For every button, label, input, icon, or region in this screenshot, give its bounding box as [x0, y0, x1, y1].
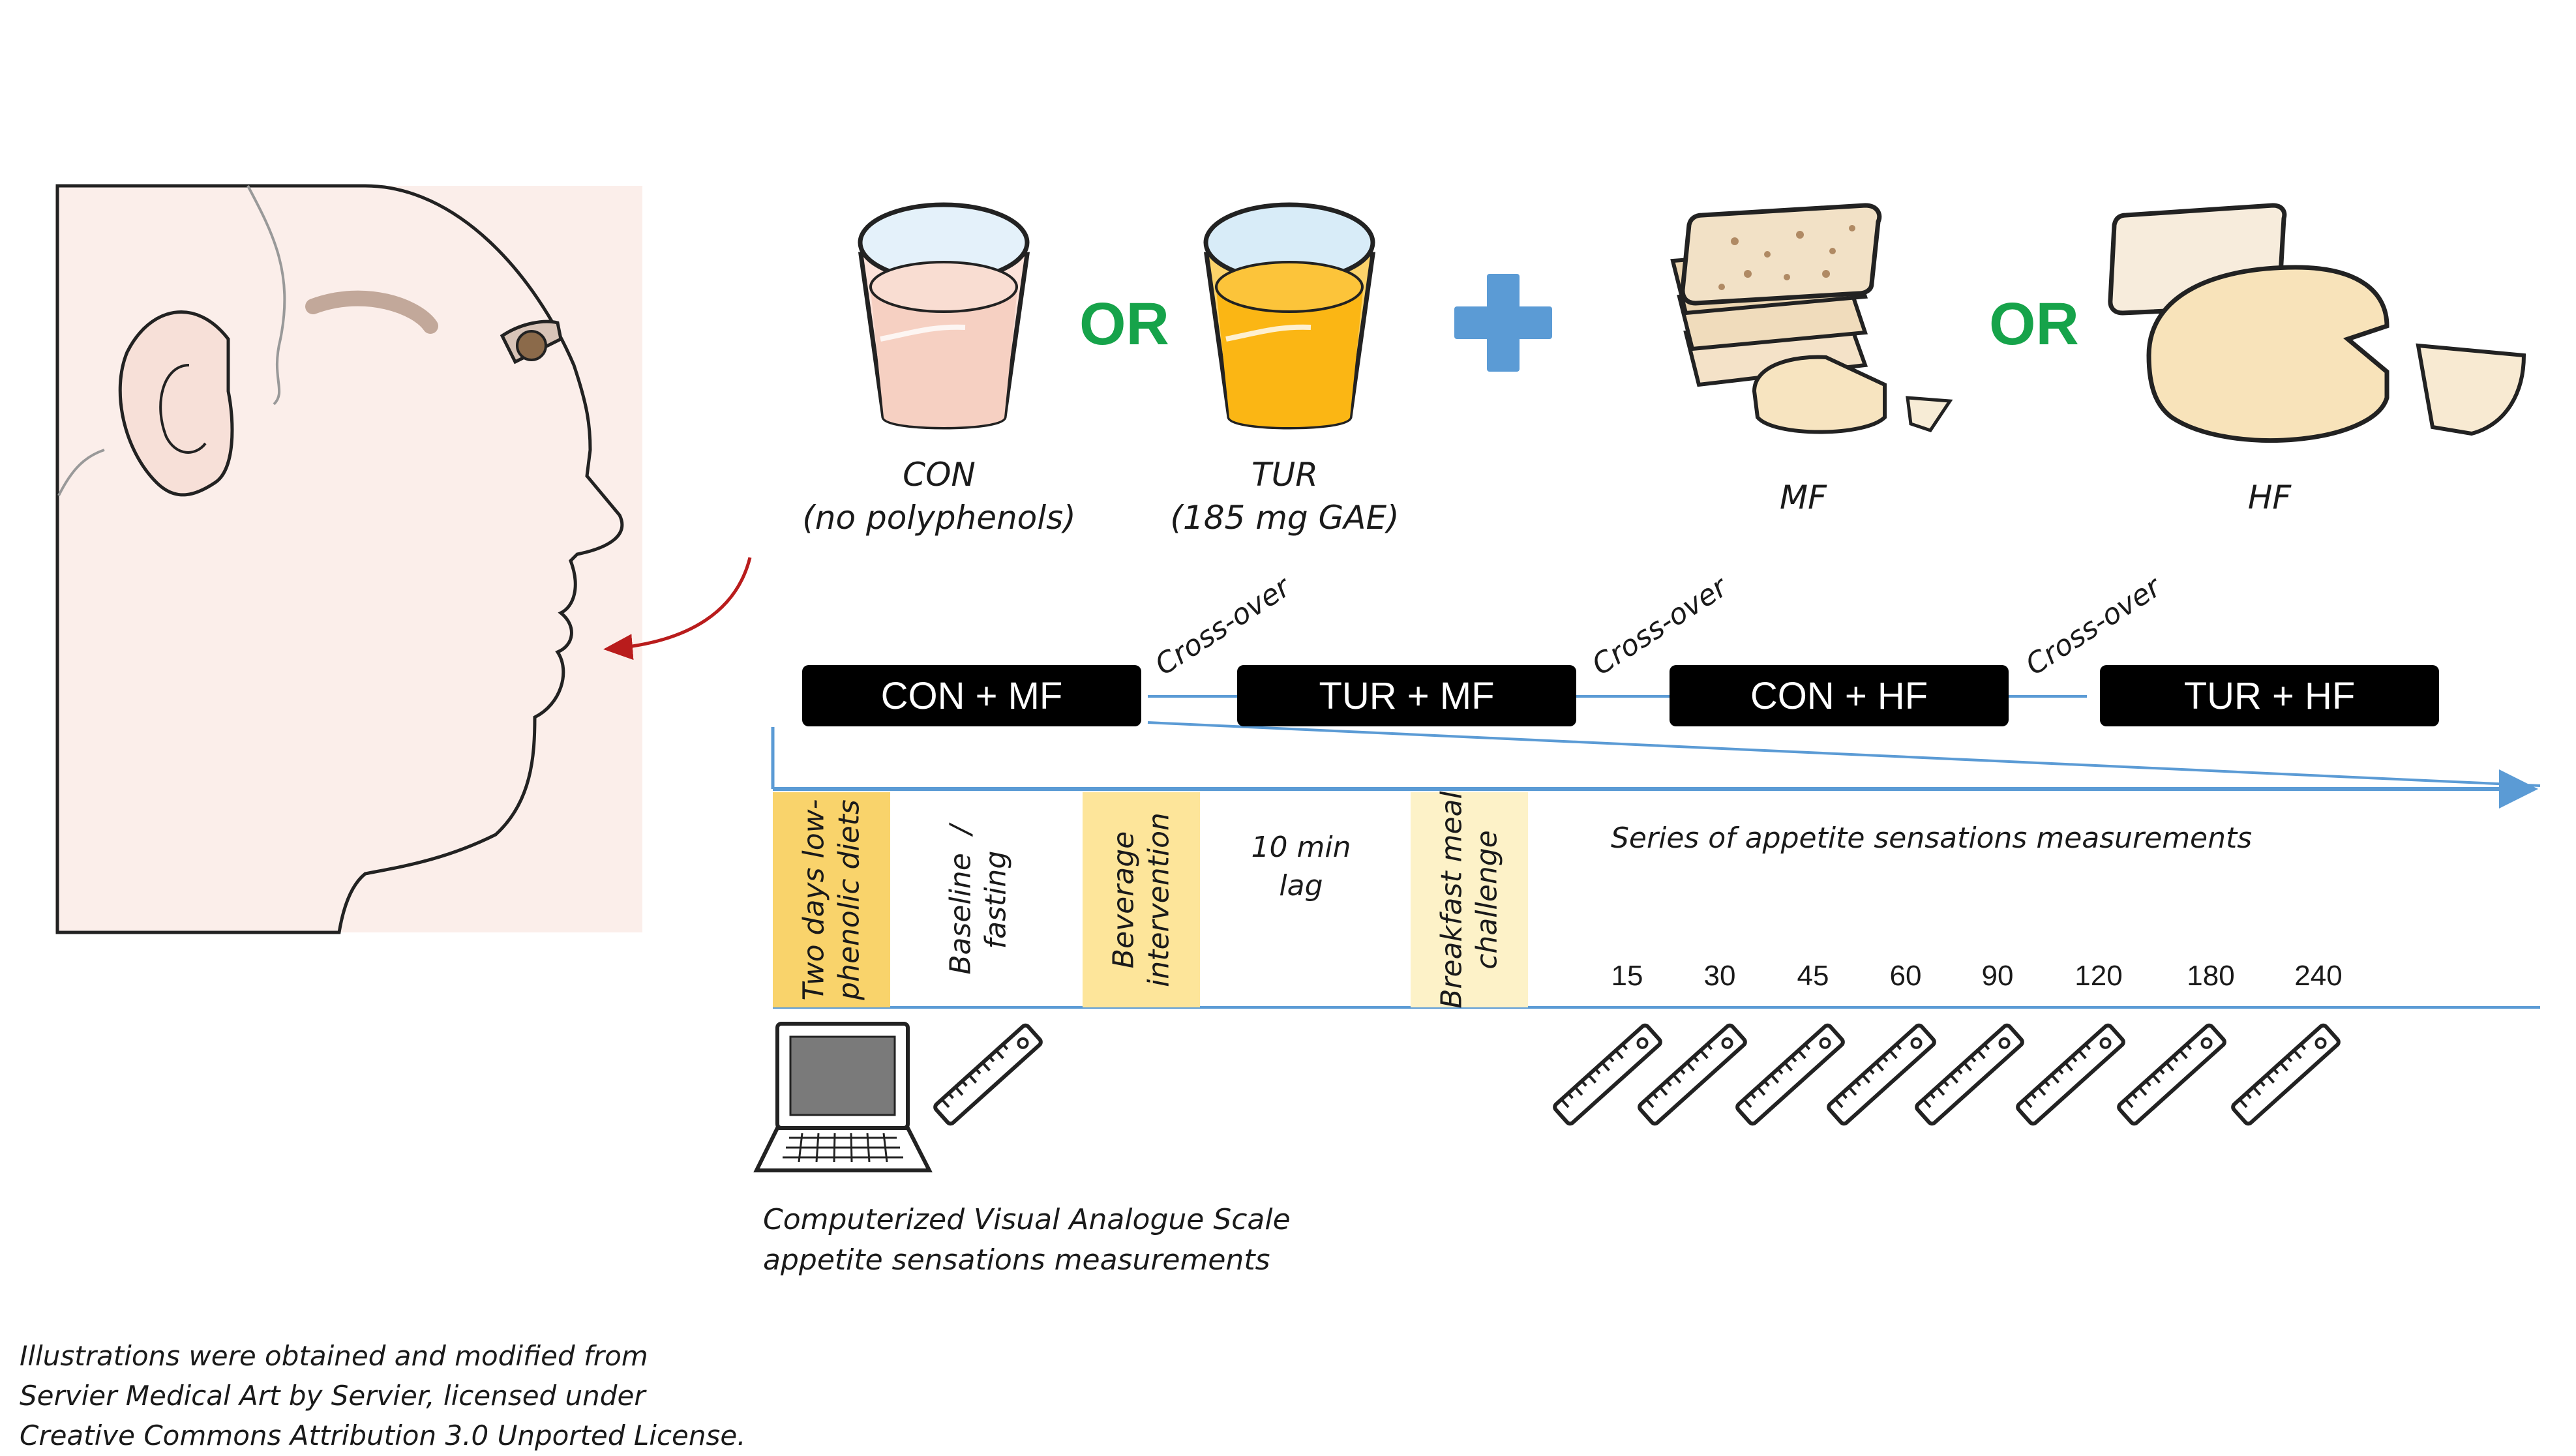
- mf-bread-cheese-icon: [1670, 203, 1953, 434]
- vas-caption-line-2: appetite sensations measurements: [763, 1243, 1270, 1277]
- condition-tur-hf: TUR + HF: [2100, 665, 2439, 726]
- laptop-icon: [753, 1022, 933, 1172]
- mf-meal-label: MF: [1780, 479, 1827, 516]
- credit-line-1: Illustrations were obtained and modified…: [20, 1340, 648, 1372]
- hf-meal-label: HF: [2247, 479, 2292, 516]
- baseline-phase: Baseline / fasting: [920, 792, 1037, 1007]
- face-profile-illustration: [55, 184, 642, 934]
- or-beverage-connector: OR: [1079, 291, 1169, 357]
- breakfast-phase-label: Breakfast meal challenge: [1435, 791, 1503, 1009]
- timepoint-90: 90: [1981, 960, 2014, 992]
- timepoint-180: 180: [2187, 960, 2235, 992]
- illustration-credit: Illustrations were obtained and modified…: [20, 1337, 746, 1456]
- hf-bread-cheese-icon: [2108, 203, 2526, 443]
- diet-phase-label: Two days low- phenolic diets: [797, 799, 865, 1001]
- breakfast-phase: Breakfast meal challenge: [1411, 791, 1528, 1009]
- timepoint-45: 45: [1797, 960, 1829, 992]
- timepoint-30: 30: [1703, 960, 1736, 992]
- tur-beverage-detail: (185 mg GAE): [1170, 499, 1400, 537]
- credit-line-2: Servier Medical Art by Servier, licensed…: [20, 1379, 646, 1412]
- condition-con-mf: CON + MF: [802, 665, 1141, 726]
- con-beverage-name: CON: [903, 456, 976, 494]
- timepoint-60: 60: [1889, 960, 1922, 992]
- lag-phase-label: 10 min lag: [1251, 831, 1351, 903]
- con-beverage-detail: (no polyphenols): [802, 499, 1076, 537]
- tur-glass-icon: [1203, 202, 1376, 430]
- tur-beverage-label: TUR (185 mg GAE): [1170, 453, 1399, 539]
- con-beverage-label: CON (no polyphenols): [802, 453, 1075, 539]
- beverage-phase: Beverage intervention: [1083, 792, 1200, 1007]
- vas-caption-line-1: Computerized Visual Analogue Scale: [763, 1203, 1291, 1236]
- plus-icon: [1454, 274, 1552, 372]
- condition-tur-mf: TUR + MF: [1237, 665, 1576, 726]
- beverage-phase-fill: [1083, 792, 1200, 1007]
- intake-arrow: [603, 557, 752, 661]
- or-meal-connector: OR: [1989, 291, 2079, 357]
- series-title: Series of appetite sensations measuremen…: [1611, 822, 2253, 855]
- condition-con-hf: CON + HF: [1670, 665, 2009, 726]
- tur-beverage-name: TUR: [1251, 456, 1318, 494]
- timepoint-120: 120: [2074, 960, 2123, 992]
- con-glass-icon: [858, 202, 1030, 430]
- diet-phase: Two days low- phenolic diets: [773, 792, 890, 1007]
- vas-caption: Computerized Visual Analogue Scale appet…: [763, 1200, 1291, 1280]
- beverage-phase-label: Beverage intervention: [1107, 812, 1175, 987]
- credit-line-3: Creative Commons Attribution 3.0 Unporte…: [20, 1419, 746, 1451]
- breakfast-phase-fill: [1411, 792, 1528, 1007]
- baseline-phase-label: Baseline / fasting: [944, 825, 1012, 975]
- vas-ruler-icons: [934, 1024, 2341, 1125]
- timepoint-15: 15: [1611, 960, 1643, 992]
- timepoint-240: 240: [2294, 960, 2343, 992]
- diet-phase-fill: [773, 792, 890, 1007]
